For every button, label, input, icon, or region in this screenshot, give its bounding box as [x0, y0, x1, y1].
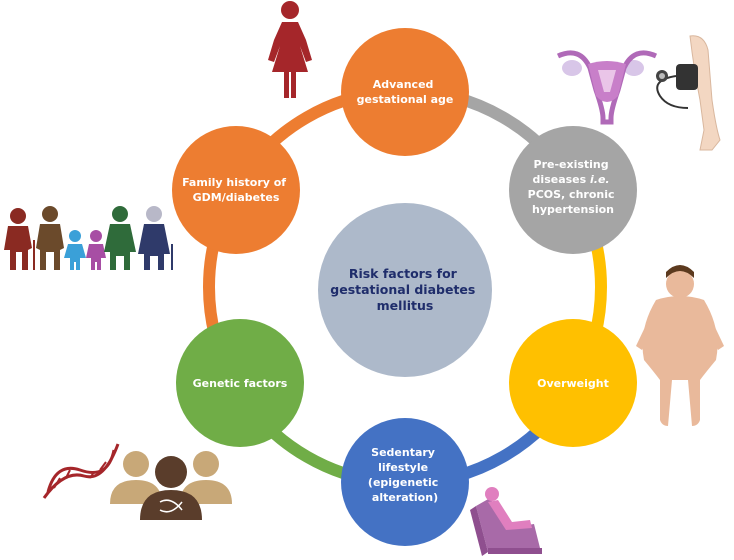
factor-label-sedentary-line-1: Sedentary: [371, 446, 435, 459]
factor-circle-age: [341, 28, 469, 156]
obese-woman-icon: [636, 265, 724, 426]
factor-label-overweight: Overweight: [537, 377, 609, 390]
factor-label-age-line-2: gestational age: [357, 93, 454, 106]
factor-node-age: Advanced gestational age: [341, 28, 469, 156]
woman-icon: [268, 1, 312, 98]
factor-node-sedentary: Sedentary lifestyle (epigenetic alterati…: [341, 418, 469, 546]
factor-label-preexisting-line-1: Pre-existing: [534, 158, 609, 171]
factor-circle-genetic: [176, 319, 304, 447]
factor-circle-overweight: [509, 319, 637, 447]
family-group-icon: [4, 206, 173, 270]
factor-label-preexisting-line-4: hypertension: [532, 203, 614, 216]
factor-label-age: Advanced gestational age: [357, 78, 454, 106]
factor-label-preexisting-line-2: diseases i.e.: [533, 173, 610, 186]
factor-label-family: Family history of GDM/diabetes: [182, 176, 290, 204]
factor-label-preexisting: Pre-existing diseases i.e. PCOS, chronic…: [528, 158, 619, 216]
factor-node-family: Family history of GDM/diabetes: [172, 126, 300, 254]
factor-circle-sedentary: [341, 418, 469, 546]
blood-pressure-cuff-icon: [656, 35, 721, 151]
factor-label-sedentary-line-3: (epigenetic: [368, 476, 438, 489]
center-label-line-1: Risk factors for: [349, 266, 458, 281]
factor-node-preexisting: Pre-existing diseases i.e. PCOS, chronic…: [509, 126, 637, 254]
factor-label-sedentary-line-2: lifestyle: [378, 461, 428, 474]
factor-label-family-line-1: Family history of: [182, 176, 286, 189]
center-label: Risk factors for gestational diabetes me…: [330, 266, 479, 313]
factor-circle-preexisting: [509, 126, 637, 254]
factor-label-family-line-2: GDM/diabetes: [193, 191, 280, 204]
factor-label-sedentary: Sedentary lifestyle (epigenetic alterati…: [368, 446, 442, 504]
center-label-line-3: mellitus: [377, 298, 434, 313]
center-label-line-2: gestational diabetes: [330, 282, 475, 297]
factor-node-genetic: Genetic factors: [176, 319, 304, 447]
factor-circle-family: [172, 126, 300, 254]
uterus-icon: [556, 50, 658, 125]
factor-label-age-line-1: Advanced: [373, 78, 434, 91]
family-dna-icon: [110, 451, 232, 520]
factor-label-preexisting-line-3: PCOS, chronic: [528, 188, 615, 201]
factor-label-sedentary-line-4: alteration): [372, 491, 438, 504]
factor-node-overweight: Overweight: [509, 319, 637, 447]
center-node: Risk factors for gestational diabetes me…: [318, 203, 492, 377]
center-circle: [318, 203, 492, 377]
reclining-chair-icon: [470, 487, 542, 556]
factor-label-genetic: Genetic factors: [193, 377, 288, 390]
italic-ie: i.e.: [590, 173, 610, 186]
dna-helix-icon: [42, 443, 120, 499]
